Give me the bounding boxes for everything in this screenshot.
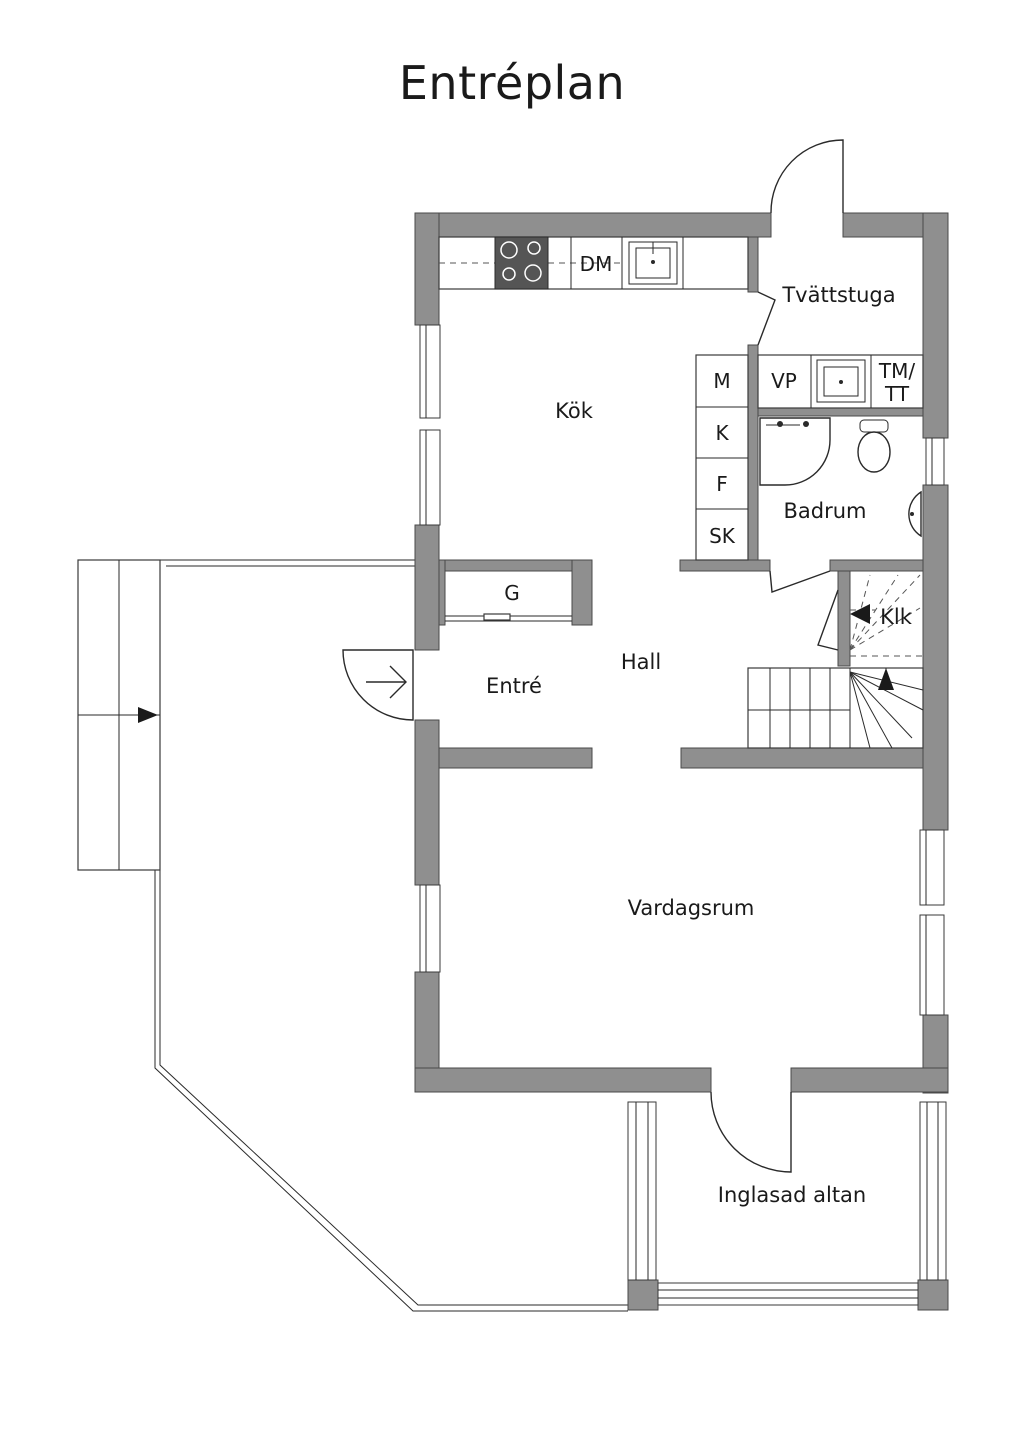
- wardrobe-label: G: [504, 581, 520, 605]
- bathroom-fixtures: [759, 417, 922, 538]
- stove-icon: [494, 236, 549, 290]
- door-swing-icon: [769, 570, 831, 593]
- windows: [419, 324, 947, 1306]
- door-swing-icon: [710, 1091, 792, 1173]
- washbasin-icon: [908, 490, 922, 538]
- laundry-fixtures: VP TM/ TT: [757, 354, 924, 409]
- door-swing-icon: [342, 649, 414, 721]
- shower-icon: [759, 417, 831, 486]
- door-swing-icon: [817, 589, 839, 651]
- stair-arrow-icon: [878, 668, 894, 690]
- washer-label: TM/: [878, 359, 915, 383]
- room-porch: Inglasad altan: [718, 1183, 866, 1207]
- staircase: [747, 574, 924, 749]
- microwave-label: M: [713, 369, 730, 393]
- fridge-label: K: [715, 421, 729, 445]
- entry-arrow-icon: [366, 665, 407, 699]
- dryer-label: TT: [884, 382, 910, 406]
- freezer-label: F: [716, 472, 728, 496]
- door-swing-icon: [757, 291, 776, 346]
- room-laundry: Tvättstuga: [781, 283, 895, 307]
- room-living: Vardagsrum: [628, 896, 755, 920]
- terrace-outline: [154, 559, 628, 1312]
- step-arrow-icon: [138, 707, 158, 723]
- outdoor-steps: [77, 559, 161, 871]
- sink-icon: [628, 241, 678, 285]
- kitchen-counter: DM: [438, 236, 749, 290]
- doors: [342, 139, 844, 1173]
- water-heater-label: VP: [771, 369, 797, 393]
- page-title: Entréplan: [398, 56, 626, 110]
- dishwasher-label: DM: [580, 252, 613, 276]
- walls: [414, 212, 949, 1311]
- room-hall: Hall: [621, 650, 661, 674]
- cabinet-label: SK: [709, 524, 736, 548]
- appliance-column: M K F SK: [695, 354, 749, 561]
- room-bathroom: Badrum: [783, 499, 866, 523]
- room-kitchen: Kök: [555, 399, 594, 423]
- door-swing-icon: [770, 139, 844, 214]
- wardrobe: G: [445, 581, 572, 622]
- toilet-icon: [857, 419, 891, 473]
- room-entrance: Entré: [486, 674, 542, 698]
- room-closet: Klk: [880, 605, 913, 629]
- stair-arrow-icon: [850, 604, 870, 624]
- sink-icon: [816, 359, 866, 403]
- room-labels: Kök Tvättstuga Badrum Klk Hall Entré Var…: [486, 283, 913, 1207]
